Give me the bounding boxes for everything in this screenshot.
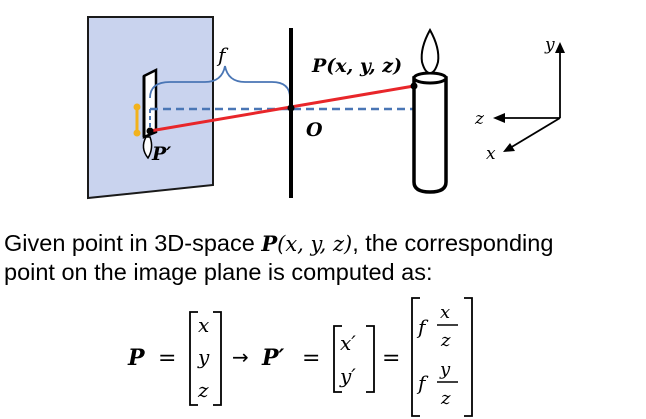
vector3-right-bracket: [464, 297, 473, 417]
projection-equation: P = x y z → P′ = x′ y′ = f x z f y z: [127, 297, 473, 417]
line1-point: P: [261, 231, 278, 256]
vector1-left-bracket: [189, 311, 198, 406]
vector2-x: x′: [340, 331, 356, 355]
origin-label: O: [306, 119, 323, 141]
eq-equals-1: =: [158, 346, 176, 371]
vector1-z: z: [197, 378, 209, 402]
eq-arrow: →: [232, 345, 249, 369]
vector2-y: y′: [339, 364, 356, 388]
image-height-marker: [133, 103, 141, 137]
vector3-left-bracket: [411, 297, 420, 417]
line1-suffix: , the corresponding: [352, 230, 554, 256]
eq-equals-3: =: [382, 346, 400, 371]
vector3-f-2: f: [416, 371, 429, 395]
eq-equals-2: =: [302, 346, 320, 371]
vector2-left-bracket: [333, 325, 342, 393]
image-point: [146, 127, 154, 135]
pinhole-point: [287, 104, 295, 112]
line1-prefix: Given point in 3D-space: [4, 230, 262, 256]
description-line-2: point on the image plane is computed as:: [4, 259, 433, 285]
image-point-label: P′: [151, 143, 171, 165]
object-point: [410, 82, 418, 90]
z-axis-label: z: [474, 109, 485, 129]
projection-ray: [149, 84, 415, 133]
vector3-f-1: f: [416, 315, 429, 339]
vector1-right-bracket: [213, 311, 222, 406]
candle-object: [412, 27, 448, 194]
focal-length-brace: [149, 65, 291, 99]
frac2-numerator: y: [439, 359, 451, 380]
frac1-numerator: x: [440, 302, 450, 323]
vector1-y: y: [197, 345, 210, 369]
line1-args: (x, y, z): [277, 232, 353, 256]
y-axis-label: y: [544, 35, 555, 55]
description-line-1: Given point in 3D-space P(x, y, z), the …: [4, 229, 644, 258]
eq-lhs: P: [127, 345, 146, 371]
focal-length-label: f: [216, 43, 229, 67]
vector2-right-bracket: [366, 325, 375, 393]
frac1-denominator: z: [440, 330, 451, 351]
description-text: Given point in 3D-space P(x, y, z), the …: [4, 229, 644, 286]
object-point-label: P(x, y, z): [311, 55, 402, 77]
x-axis-label: x: [486, 144, 496, 164]
coordinate-axes: [493, 42, 565, 152]
eq-projected-lhs: P′: [261, 345, 285, 371]
vector1-x: x: [198, 313, 209, 337]
frac2-denominator: z: [440, 388, 451, 409]
